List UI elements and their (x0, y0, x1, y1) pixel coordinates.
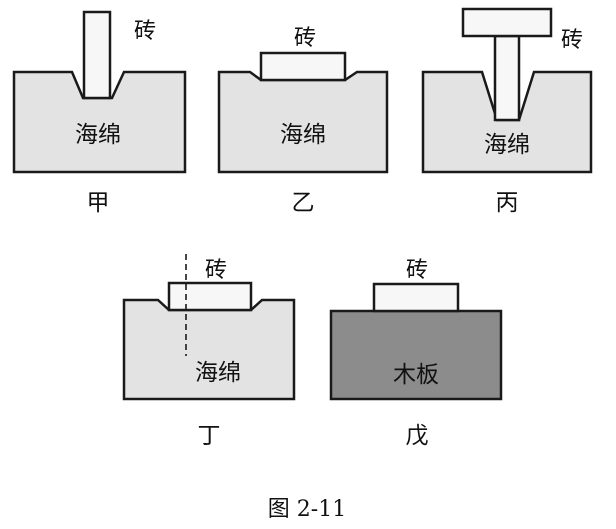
panel-jia: 砖 海绵 甲 (12, 10, 187, 216)
panel-wu: 砖 木板 戊 (329, 258, 503, 449)
brick-label-yi: 砖 (294, 26, 316, 51)
sponge-label-yi: 海绵 (280, 122, 326, 148)
panel-name-bing: 丙 (496, 190, 519, 216)
brick-label-wu: 砖 (406, 258, 428, 283)
panel-bing: 砖 海绵 丙 (421, 7, 593, 216)
sponge-label-jia: 海绵 (75, 122, 121, 148)
sponge-jia (12, 70, 187, 174)
sponge-label-bing: 海绵 (484, 132, 530, 158)
panel-name-jia: 甲 (87, 190, 110, 216)
brick-bing-stem (493, 34, 521, 122)
sponge-ding (122, 298, 296, 401)
sponge-yi (217, 70, 389, 174)
brick-wu (372, 282, 460, 313)
brick-yi (259, 51, 347, 82)
brick-label-ding: 砖 (205, 258, 227, 283)
wood-board-wu (329, 309, 503, 401)
brick-jia (82, 10, 112, 100)
brick-label-bing: 砖 (561, 28, 583, 53)
sponge-bing (421, 70, 593, 174)
panel-name-ding: 丁 (198, 423, 221, 449)
panel-yi: 砖 海绵 乙 (217, 26, 389, 216)
figure-caption: 图 2-11 (268, 497, 346, 522)
brick-ding (167, 281, 253, 312)
brick-bing-top (461, 7, 553, 38)
wood-label-wu: 木板 (393, 362, 439, 388)
panel-name-yi: 乙 (292, 190, 315, 216)
sponge-label-ding: 海绵 (195, 360, 241, 386)
brick-label-jia: 砖 (134, 19, 156, 44)
panel-name-wu: 戊 (406, 423, 429, 449)
panel-ding: 砖 海绵 丁 (122, 254, 296, 449)
